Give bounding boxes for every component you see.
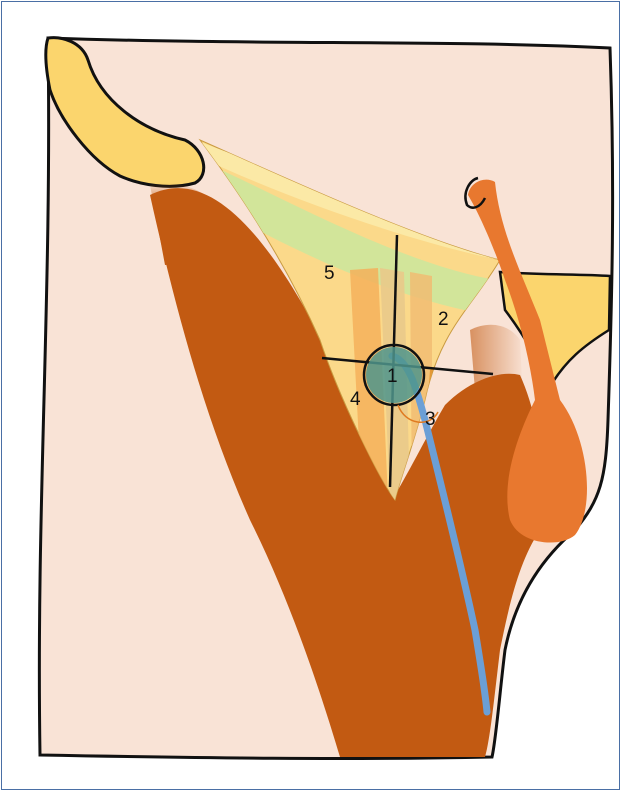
zone-3-label: 3 [425,409,436,430]
zone-2-label: 2 [438,309,449,330]
zone-4-label: 4 [350,389,361,410]
zone-1-label: 1 [387,366,398,387]
zone-5-label: 5 [324,263,335,284]
